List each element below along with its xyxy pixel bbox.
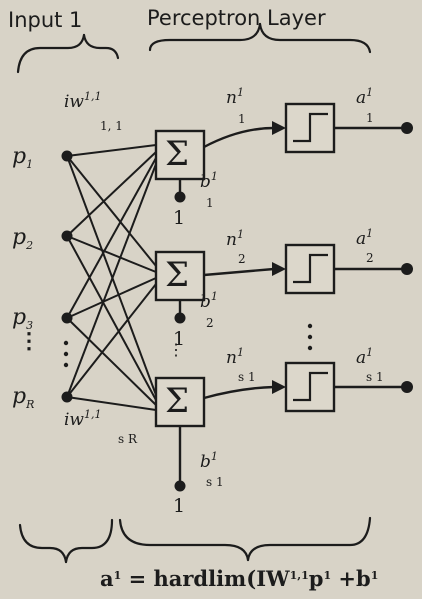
b-sub-1: 1 [206,196,214,210]
a-label-2: a1 [356,227,374,249]
weight-connections [66,144,157,411]
b-label-2: b1 [200,290,218,312]
output-node-2 [401,263,413,275]
a-label-1: a1 [356,86,374,108]
neuron-ellipsis: ⋮ [168,340,184,359]
bias-input-3: 1 [173,495,186,517]
sum-symbol-2: Σ [165,255,190,295]
n-label-1: n1 [226,86,244,108]
input-bottom-brace [18,523,68,564]
n-label-2: n1 [226,228,244,250]
input-label-p2: p2 [12,225,34,252]
output-node-3 [401,381,413,393]
weight-label-bottom-sub: s R [118,432,138,446]
layer-top-brace [148,22,262,52]
bias-node-1 [174,191,186,203]
input-group-label: Input 1 [8,8,83,32]
input-ellipsis: ⋮ [18,328,40,354]
output-formula: a1 = hardlim(IW1,1p1 +b1 [100,566,379,591]
a-sub-2: 2 [366,251,374,265]
layer-group-label: Perceptron Layer [147,6,326,30]
input-label-p3: p3 [12,305,34,332]
input-top-brace [16,33,86,74]
bias-node-3 [174,480,186,492]
input-label-pr: pR [12,384,35,411]
sum-symbol-1: Σ [165,134,190,174]
layer-bottom-brace [118,518,250,562]
b-sub-2: 2 [206,316,214,330]
bias-input-2: 1 [173,328,186,350]
b-label-1: b1 [200,170,218,192]
output-node-1 [401,122,413,134]
weight-label-top-sub: 1, 1 [100,119,123,133]
arrow-head-2 [272,262,286,276]
a-sub-1: 1 [366,111,374,125]
n-sub-2: 2 [238,252,246,266]
input-label-p1: p1 [12,144,34,171]
b-sub-3: s 1 [206,475,224,489]
n-sub-1: 1 [238,112,246,126]
sum-symbol-3: Σ [165,381,190,421]
b-label-3: b1 [200,450,218,472]
weight-label-bottom: iw1,1 [64,408,102,430]
n-label-3: n1 [226,346,244,368]
bias-input-1: 1 [173,207,186,229]
bias-node-2 [174,312,186,324]
n-sub-3: s 1 [238,370,256,384]
arrow-head-3 [272,380,286,394]
weight-label-top: iw1,1 [64,90,102,112]
a-sub-3: s 1 [366,370,384,384]
arrow-head-1 [272,121,286,135]
a-label-3: a1 [356,346,374,368]
